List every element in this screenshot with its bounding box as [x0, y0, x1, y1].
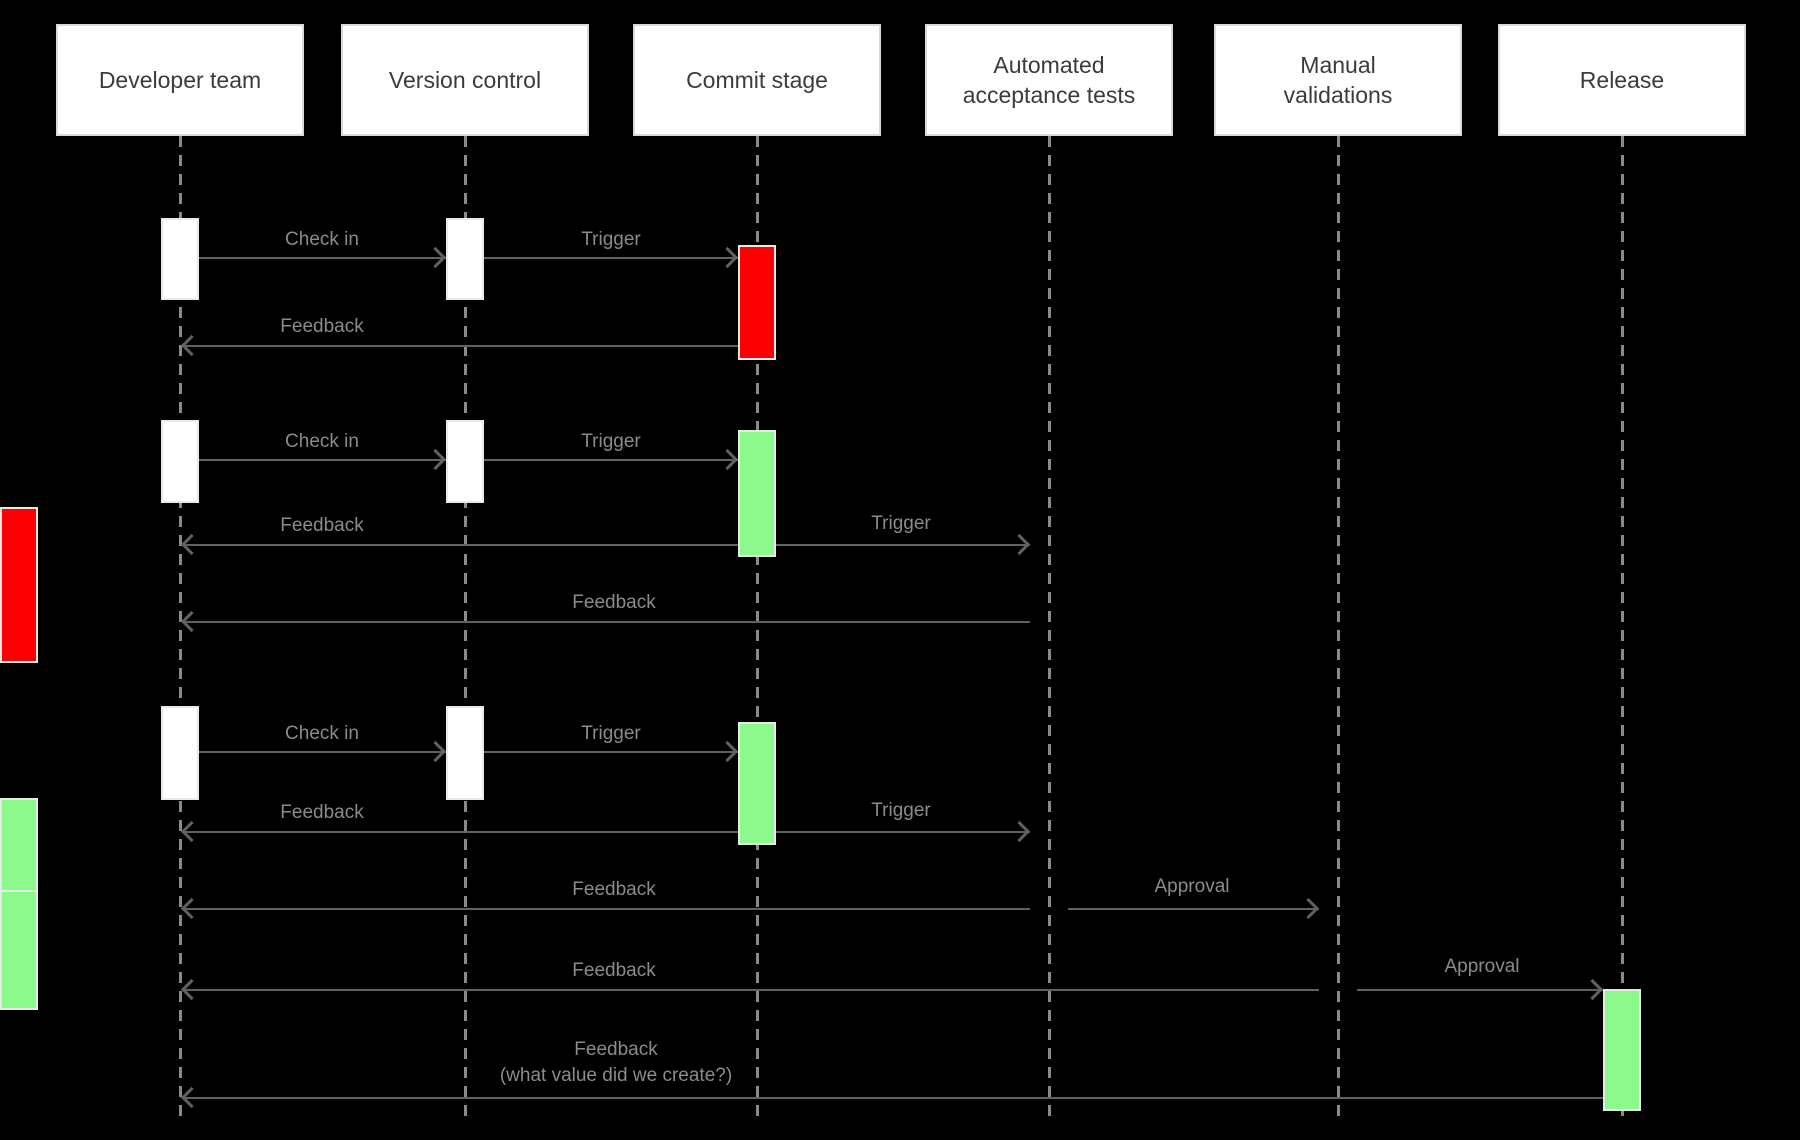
arrowhead-right-8	[424, 740, 447, 763]
message-arrow-feedback-2	[182, 345, 738, 347]
actor-label-release: Release	[1579, 67, 1665, 93]
message-label-feedback-5: Feedback	[280, 515, 364, 536]
activation-version-control-white	[446, 420, 484, 503]
arrowhead-left-10	[180, 820, 203, 843]
message-arrow-feedback-16	[182, 1097, 1603, 1099]
activation-commit-stage-green	[738, 722, 776, 845]
message-arrow-check-in-0	[199, 257, 446, 259]
arrowhead-right-4	[716, 448, 739, 471]
actor-box-commit-stage: Commit stage	[633, 24, 881, 136]
actor-box-release: Release	[1498, 24, 1746, 136]
message-arrow-trigger-9	[484, 751, 738, 753]
actor-label-automated-acceptance-tests: Automated acceptance tests	[962, 52, 1136, 108]
actor-box-version-control: Version control	[341, 24, 589, 136]
actor-box-manual-validations: Manual validations	[1214, 24, 1462, 136]
message-label-approval-13: Approval	[1154, 876, 1230, 897]
message-arrow-feedback-10	[182, 831, 738, 833]
activation-version-control-white	[446, 218, 484, 300]
lifeline-version-control	[464, 136, 467, 1122]
activation-release-green	[1603, 989, 1641, 1111]
activation-commit-stage-green	[738, 430, 776, 557]
arrowhead-left-7	[180, 610, 203, 633]
lifeline-manual-validations	[1337, 136, 1340, 1122]
message-label-check-in-3: Check in	[285, 431, 359, 452]
arrowhead-right-11	[1008, 820, 1031, 843]
message-label-trigger-1: Trigger	[581, 229, 641, 250]
message-arrow-check-in-8	[199, 751, 446, 753]
message-arrow-feedback-12	[182, 908, 1030, 910]
activation-developer-team-white	[161, 218, 199, 300]
message-arrow-trigger-11	[776, 831, 1030, 833]
activation-commit-stage-red	[738, 245, 776, 360]
message-label-trigger-11: Trigger	[871, 800, 931, 821]
arrowhead-right-6	[1008, 533, 1031, 556]
actor-label-commit-stage: Commit stage	[686, 67, 828, 93]
arrowhead-left-12	[180, 897, 203, 920]
message-arrow-feedback-14	[182, 989, 1319, 991]
arrowhead-right-0	[424, 246, 447, 269]
message-arrow-feedback-5	[182, 544, 738, 546]
arrowhead-left-2	[180, 334, 203, 357]
arrowhead-right-9	[716, 740, 739, 763]
arrowhead-right-15	[1581, 978, 1604, 1001]
message-arrow-trigger-4	[484, 459, 738, 461]
activation-version-control-white	[446, 706, 484, 800]
message-label-feedback-16: Feedback (what value did we create?)	[499, 1039, 733, 1086]
message-arrow-check-in-3	[199, 459, 446, 461]
lifeline-automated-acceptance-tests	[1048, 136, 1051, 1122]
message-arrow-approval-13	[1068, 908, 1319, 910]
message-label-trigger-4: Trigger	[581, 431, 641, 452]
activation-developer-team-white	[161, 706, 199, 800]
message-label-feedback-14: Feedback	[572, 960, 656, 981]
message-arrow-trigger-6	[776, 544, 1030, 546]
message-label-feedback-2: Feedback	[280, 316, 364, 337]
actor-label-version-control: Version control	[388, 67, 542, 93]
actor-box-automated-acceptance-tests: Automated acceptance tests	[925, 24, 1173, 136]
lifeline-developer-team	[179, 136, 182, 1122]
message-arrow-approval-15	[1357, 989, 1603, 991]
message-label-check-in-8: Check in	[285, 723, 359, 744]
arrowhead-right-1	[716, 246, 739, 269]
arrowhead-left-5	[180, 533, 203, 556]
lifeline-release	[1621, 136, 1624, 1122]
activation-developer-team-white	[161, 420, 199, 503]
actor-box-developer-team: Developer team	[56, 24, 304, 136]
message-arrow-trigger-1	[484, 257, 738, 259]
arrowhead-right-13	[1297, 897, 1320, 920]
activation-manual-validations-green	[0, 890, 38, 1010]
message-label-feedback-7: Feedback	[572, 592, 656, 613]
message-label-check-in-0: Check in	[285, 229, 359, 250]
message-label-feedback-12: Feedback	[572, 879, 656, 900]
actor-label-developer-team: Developer team	[98, 67, 262, 93]
actor-label-manual-validations: Manual validations	[1283, 52, 1393, 108]
message-label-trigger-6: Trigger	[871, 513, 931, 534]
arrowhead-left-16	[180, 1086, 203, 1109]
message-label-feedback-10: Feedback	[280, 802, 364, 823]
lifeline-commit-stage	[756, 136, 759, 1122]
message-arrow-feedback-7	[182, 621, 1030, 623]
arrowhead-right-3	[424, 448, 447, 471]
activation-automated-acceptance-tests-red	[0, 507, 38, 663]
arrowhead-left-14	[180, 978, 203, 1001]
message-label-trigger-9: Trigger	[581, 723, 641, 744]
message-label-approval-15: Approval	[1444, 956, 1520, 977]
